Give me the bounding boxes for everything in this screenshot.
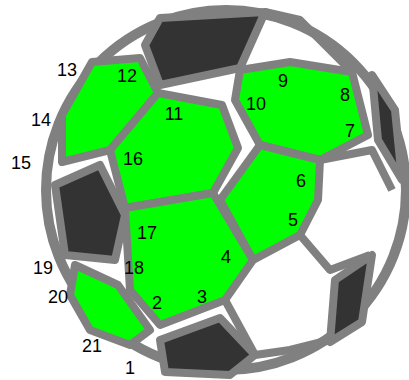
callout-number: 6: [296, 172, 306, 190]
callout-number: 21: [82, 337, 102, 355]
callout-number: 1: [125, 359, 135, 377]
callout-number: 10: [246, 95, 266, 113]
callout-number: 3: [197, 288, 207, 306]
callout-number: 4: [221, 248, 231, 266]
callout-number: 15: [11, 154, 31, 172]
callout-number: 8: [340, 86, 350, 104]
callout-number: 16: [123, 150, 143, 168]
callout-number: 12: [117, 67, 137, 85]
callout-number: 19: [33, 259, 53, 277]
callout-number: 18: [124, 259, 144, 277]
callout-number: 5: [288, 211, 298, 229]
callout-number: 20: [48, 288, 68, 306]
callout-number: 14: [31, 111, 51, 129]
callout-number: 7: [345, 122, 355, 140]
callout-number: 13: [57, 61, 77, 79]
callout-number: 9: [278, 72, 288, 90]
callout-number: 11: [165, 105, 184, 123]
callout-number: 2: [152, 294, 162, 312]
callout-number: 17: [137, 224, 157, 242]
